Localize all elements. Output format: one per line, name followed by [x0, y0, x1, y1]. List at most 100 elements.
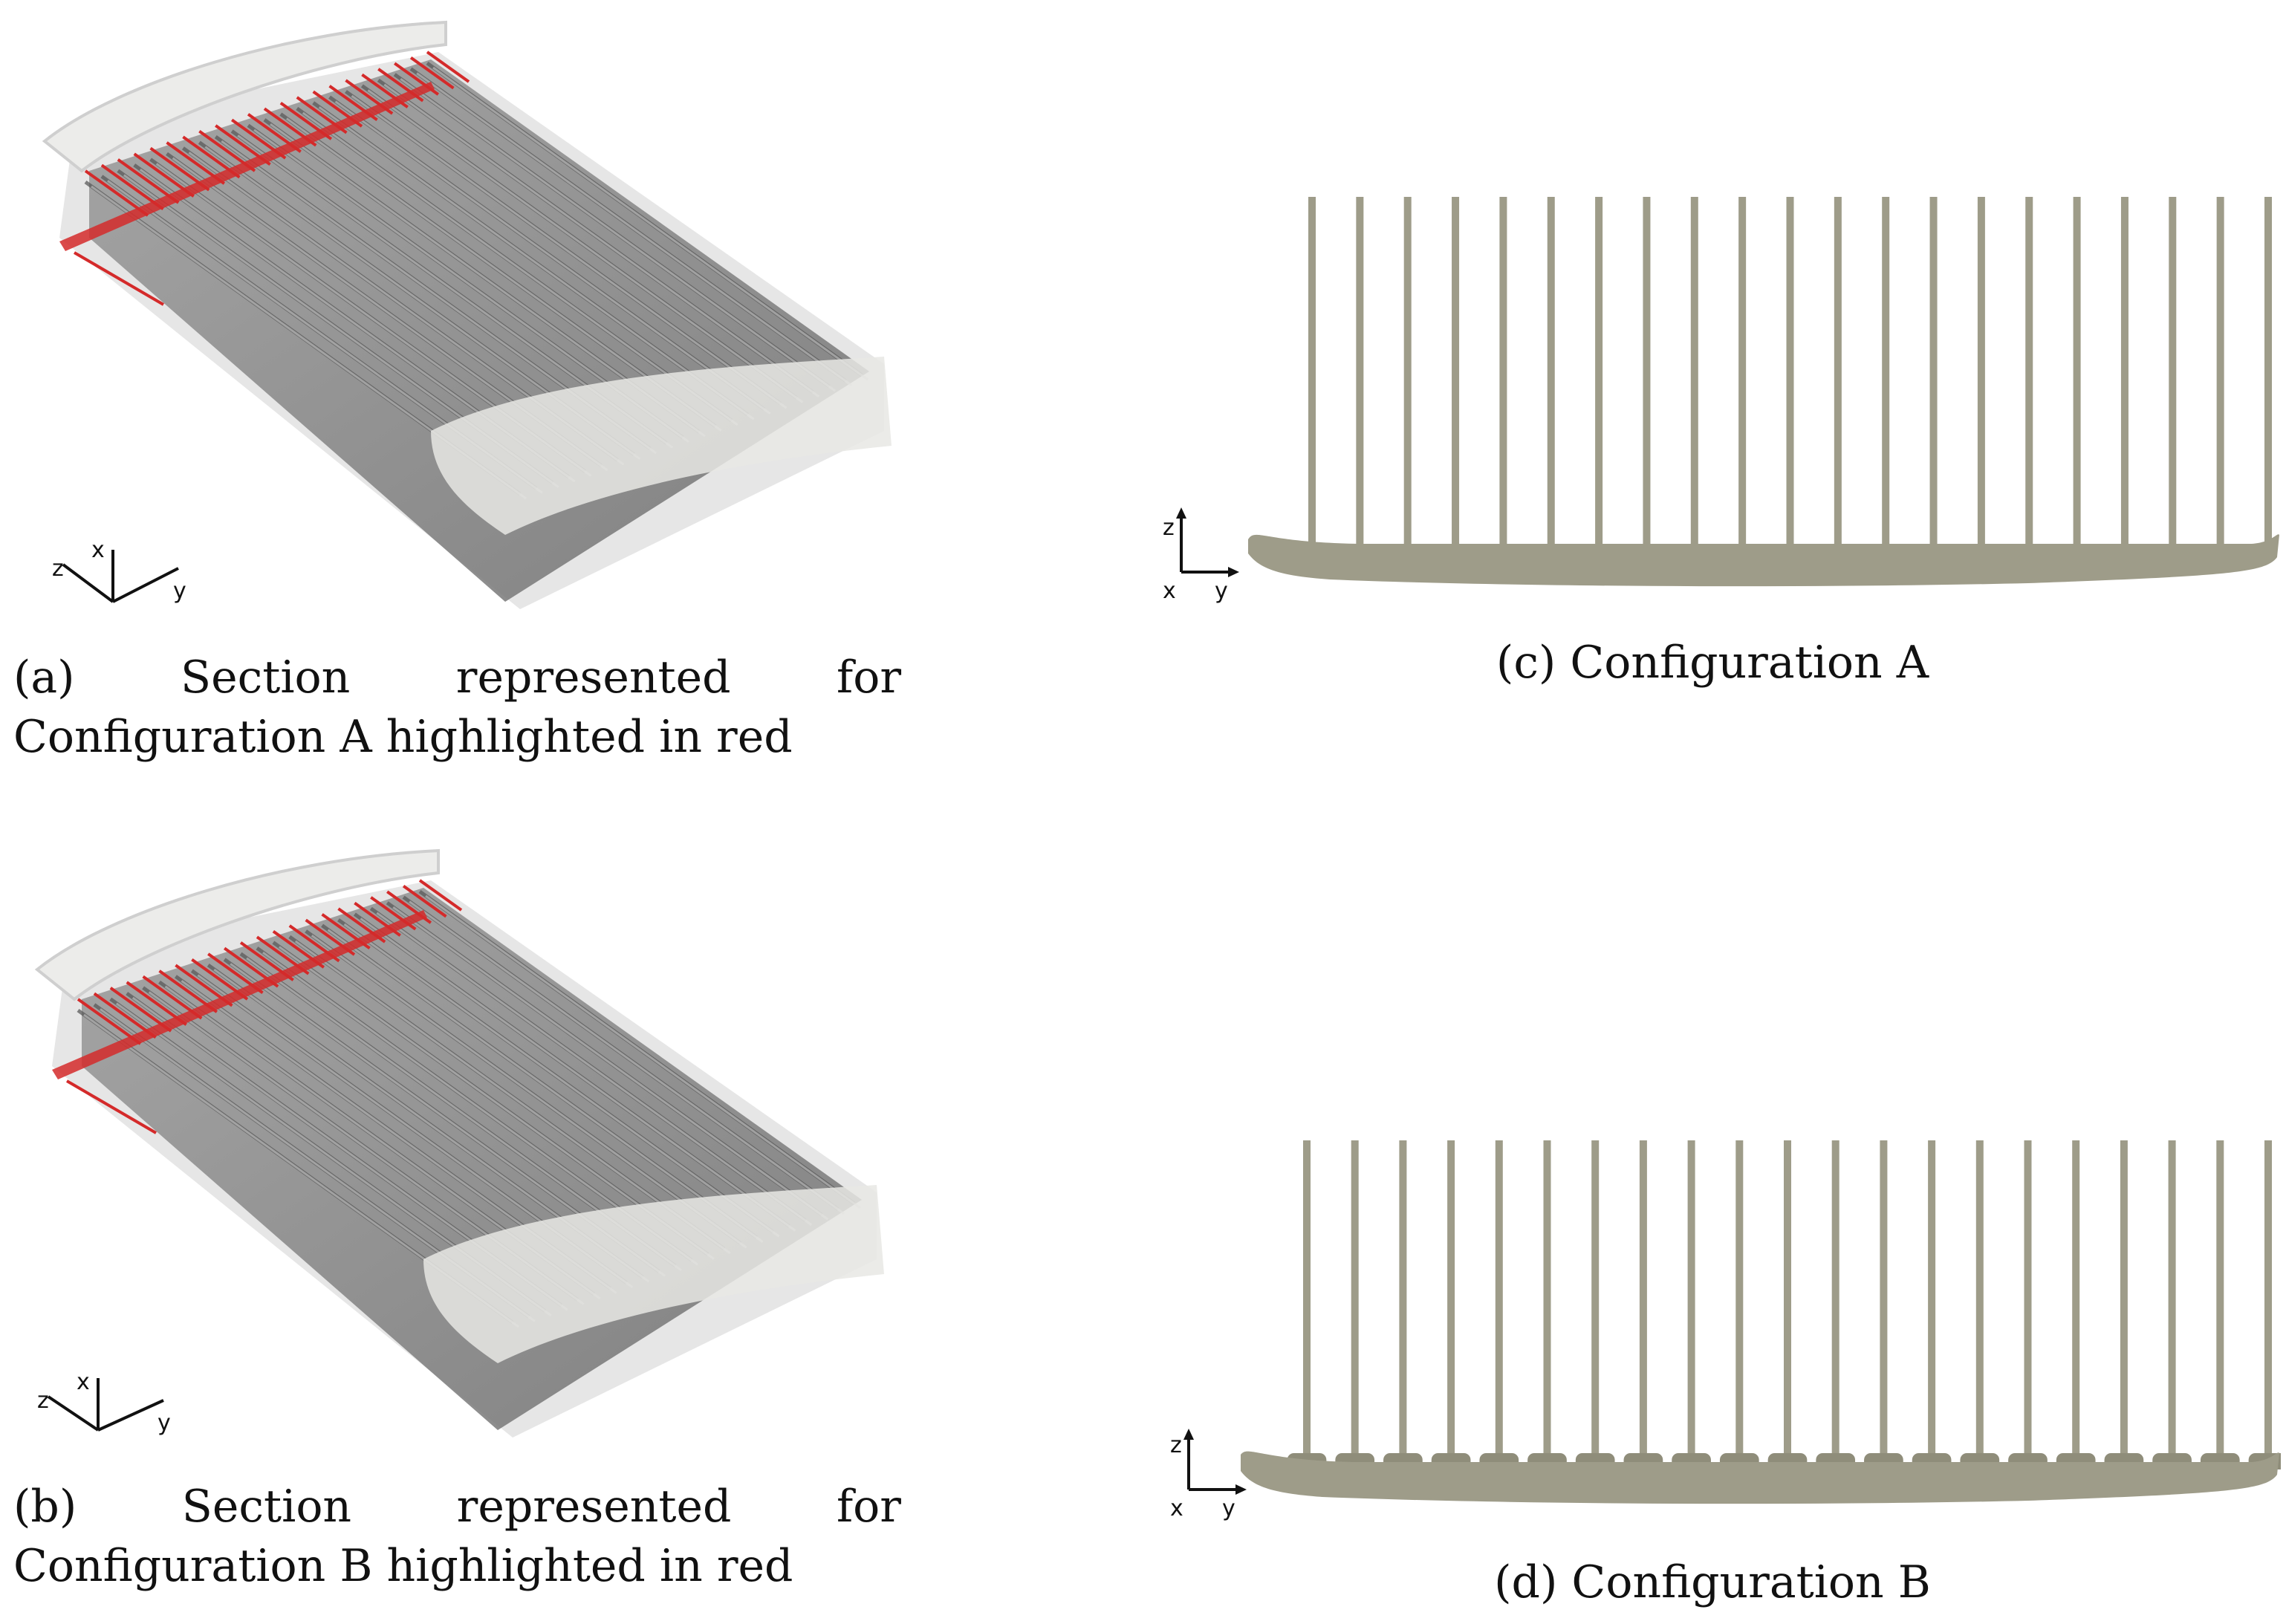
fin	[2168, 1140, 2176, 1464]
fin	[2216, 197, 2224, 546]
red-section-segment	[426, 51, 470, 83]
fin-highlight	[392, 906, 829, 1221]
fin	[1351, 1140, 1359, 1464]
fin	[1308, 197, 1316, 546]
fin	[2072, 1140, 2080, 1464]
fin	[1495, 1140, 1503, 1464]
bottom-fairing	[431, 357, 892, 535]
fin	[1403, 197, 1412, 546]
fin	[1499, 197, 1507, 546]
fin	[1595, 197, 1603, 546]
fin	[1834, 197, 1842, 546]
red-section-segment	[409, 56, 455, 90]
red-section-segment	[402, 884, 447, 918]
fin	[2120, 1140, 2128, 1464]
fin	[1690, 197, 1698, 546]
fin-highlight	[360, 917, 796, 1232]
axis-y-label: y	[173, 578, 186, 604]
fin	[1882, 197, 1890, 546]
caption-c: (c) Configuration A	[1496, 637, 1929, 689]
axis-z-label: z	[52, 556, 64, 582]
fin	[1975, 1140, 1984, 1464]
fin	[2264, 1140, 2272, 1464]
configuration-a-section: z x y	[1163, 197, 2279, 604]
axis-z-label: z	[37, 1388, 49, 1414]
fin-highlight	[318, 106, 755, 420]
fin	[1452, 197, 1460, 546]
axis-y-label: y	[1215, 578, 1228, 604]
fin	[1784, 1140, 1791, 1464]
fin	[1303, 1140, 1311, 1464]
fin-highlight	[343, 923, 780, 1238]
fin	[2024, 1140, 2032, 1464]
axis-triad	[1180, 513, 1233, 574]
panel-a-render: x z y	[30, 15, 921, 624]
axis-triad	[1187, 1434, 1241, 1491]
fin	[1639, 1140, 1647, 1464]
fin-highlight	[376, 912, 813, 1227]
axis-y-label: y	[1222, 1495, 1235, 1521]
fin	[1547, 197, 1555, 546]
highlighted-section	[52, 879, 463, 1134]
fin	[1356, 197, 1364, 546]
fin	[1831, 1140, 1839, 1464]
fin	[1643, 197, 1651, 546]
fin	[1735, 1140, 1744, 1464]
axis-x-label: x	[1170, 1495, 1183, 1521]
caption-d: (d) Configuration B	[1494, 1556, 1931, 1608]
fin	[2216, 1140, 2224, 1464]
panel-a-3d-view: x z y	[42, 20, 892, 609]
fin	[1447, 1140, 1455, 1464]
axis-triad	[47, 1378, 164, 1432]
axis-x-label: x	[91, 537, 105, 563]
caption-b: (b) Section represented for Configuratio…	[13, 1481, 901, 1592]
axis-z-label: z	[1163, 515, 1175, 541]
fin	[2073, 197, 2081, 546]
fin	[2025, 197, 2033, 546]
fin-highlight	[416, 72, 852, 386]
fin	[2120, 197, 2128, 546]
fin-array	[1303, 1140, 2272, 1464]
fin-highlight	[367, 89, 804, 403]
red-section-band	[52, 910, 427, 1079]
axis-z-label: z	[1170, 1432, 1182, 1458]
fin-highlight	[425, 894, 861, 1209]
red-section-segment	[418, 879, 463, 912]
axis-x-label: x	[1163, 578, 1176, 604]
base-plate	[1248, 534, 2279, 587]
top-fairing	[42, 20, 447, 173]
fin	[1543, 1140, 1551, 1464]
configuration-b-section: z x y	[1170, 1140, 2281, 1521]
red-section-tail	[73, 251, 165, 306]
panel-b-render: x z y	[30, 843, 921, 1452]
fin	[2264, 197, 2272, 546]
panel-d-section: z x y	[1137, 1107, 2281, 1523]
red-section-band	[59, 82, 435, 251]
fin-array	[1308, 197, 2272, 546]
fin-highlight	[383, 83, 820, 398]
panel-c-section: z x y	[1137, 178, 2281, 624]
fin-highlight	[400, 78, 837, 392]
fin-highlight	[311, 935, 747, 1249]
fin	[1591, 1140, 1600, 1464]
fin	[1928, 1140, 1936, 1464]
fin-highlight	[294, 940, 731, 1255]
fin-highlight	[334, 100, 771, 415]
fin	[1687, 1140, 1695, 1464]
base-plate	[1241, 1451, 2279, 1504]
caption-a: (a) Section represented for Configuratio…	[13, 652, 901, 763]
bottom-fairing	[423, 1185, 884, 1363]
top-fairing	[34, 848, 440, 1001]
fin-highlight	[327, 929, 764, 1243]
fin	[1929, 197, 1938, 546]
panel-b-3d-view: x z y	[34, 848, 884, 1438]
fin-highlight	[302, 111, 738, 426]
fin	[1399, 1140, 1407, 1464]
fin	[1786, 197, 1794, 546]
axis-y-label: y	[158, 1410, 171, 1436]
fin	[1880, 1140, 1888, 1464]
highlighted-section	[59, 51, 470, 306]
fin-highlight	[409, 900, 845, 1215]
fin-highlight	[351, 94, 788, 409]
axis-x-label: x	[77, 1369, 90, 1395]
